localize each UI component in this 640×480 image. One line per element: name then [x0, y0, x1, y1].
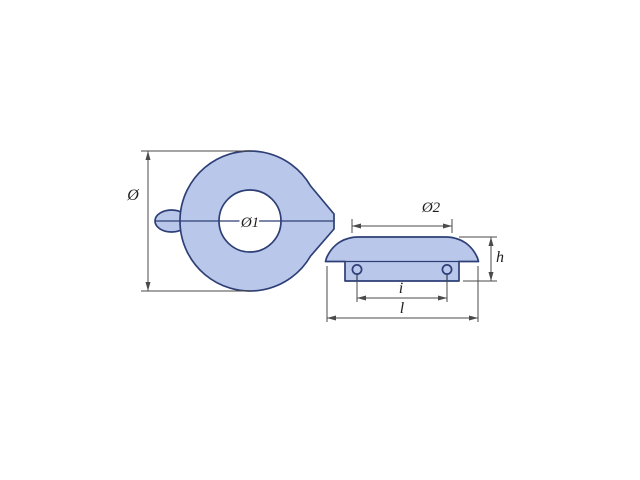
- arrow-down-icon: [488, 272, 494, 281]
- arrow-left-icon: [327, 315, 336, 321]
- side-view-screw-right: [441, 264, 453, 275]
- arrow-left-icon: [352, 223, 361, 229]
- label-height: h: [496, 249, 504, 266]
- arrow-right-icon: [469, 315, 478, 321]
- arrow-up-icon: [488, 237, 494, 246]
- side-view: [324, 236, 480, 282]
- arrow-right-icon: [438, 295, 447, 301]
- dim-height: h: [459, 236, 504, 282]
- arrow-left-icon: [357, 295, 366, 301]
- side-view-screw-left: [351, 264, 363, 275]
- side-view-profile: [324, 236, 480, 282]
- label-bore-diameter: Ø1: [240, 215, 259, 231]
- dim-overall-width: l: [326, 266, 479, 322]
- label-overall-width: l: [400, 300, 405, 317]
- label-flange-diameter: Ø2: [421, 200, 441, 216]
- arrow-up-icon: [145, 151, 151, 160]
- dim-outer-diameter: Ø: [126, 150, 251, 292]
- front-view: Ø1: [154, 150, 335, 292]
- label-outer-diameter: Ø: [126, 187, 140, 204]
- dim-flange-diameter: Ø2: [351, 200, 453, 233]
- label-hole-spacing: i: [399, 280, 403, 297]
- arrow-down-icon: [145, 282, 151, 291]
- dim-hole-spacing: i: [356, 275, 448, 302]
- arrow-right-icon: [443, 223, 452, 229]
